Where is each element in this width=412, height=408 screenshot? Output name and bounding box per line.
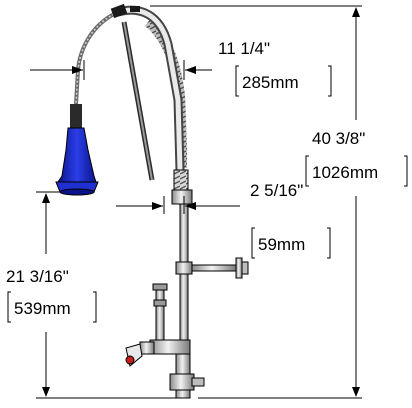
spray-height-metric-bracket: [7, 291, 97, 323]
reach-metric-bracket: [235, 65, 332, 97]
reach-imperial-label: 11 1/4": [218, 39, 270, 58]
spray-height-metric-label: 539mm: [14, 299, 71, 318]
wall-bracket: [175, 257, 249, 279]
height-imperial-label: 40 3/8": [312, 129, 365, 148]
riser-pipe: [179, 203, 189, 355]
spray-valve: [55, 104, 99, 196]
offset-dimension: [116, 196, 240, 214]
flexible-hose: [74, 12, 115, 105]
height-metric-label: 1026mm: [312, 163, 378, 182]
offset-metric-label: 59mm: [258, 235, 305, 254]
left-handle-assembly: [125, 283, 168, 367]
spray-height-imperial-label: 21 3/16": [6, 267, 69, 286]
faucet-illustration: [55, 3, 249, 399]
spray-height-dimension: [36, 191, 176, 399]
height-metric-bracket: [305, 155, 408, 187]
reach-dimension: [30, 60, 212, 80]
mixing-valve-body: [149, 339, 205, 399]
offset-imperial-label: 2 5/16": [250, 181, 303, 200]
reach-metric-label: 285mm: [242, 73, 299, 92]
height-dimension: [150, 5, 362, 399]
offset-metric-bracket: [251, 227, 331, 259]
